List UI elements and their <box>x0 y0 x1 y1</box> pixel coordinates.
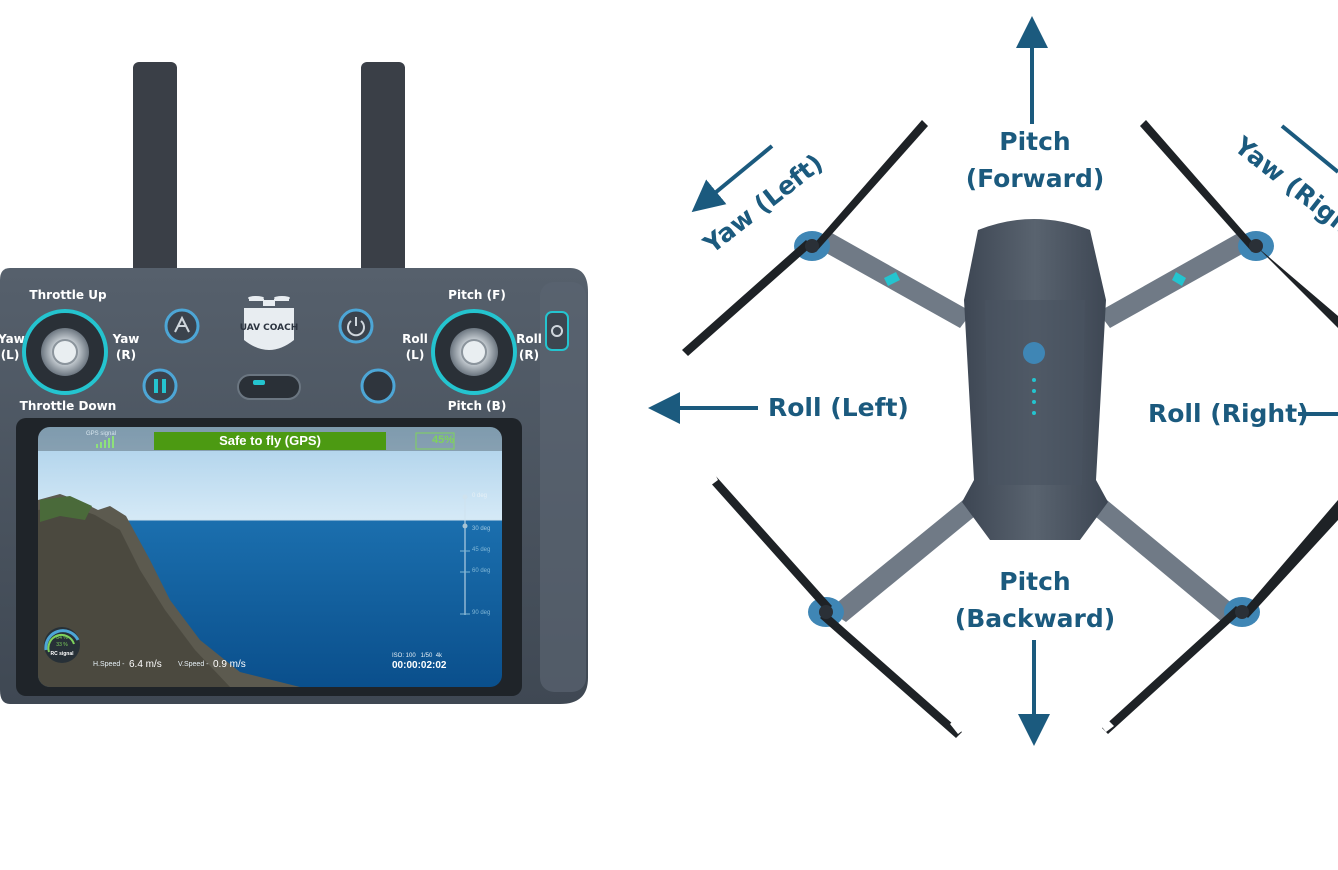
uav-coach-logo: UAV COACH <box>240 296 299 350</box>
throttle-down-label: Throttle Down <box>19 399 117 413</box>
right-control-stick[interactable] <box>431 309 517 395</box>
mode-switch[interactable] <box>237 374 301 400</box>
pitch-forward-stick-label: Pitch (F) <box>448 288 506 302</box>
roll-left-stick-label: Roll (L) <box>398 331 432 363</box>
pitch-backward-stick-label: Pitch (B) <box>447 399 507 413</box>
propeller-front-right <box>1140 120 1338 328</box>
pitch-backward-line1: Pitch <box>999 567 1071 596</box>
roll-right-sub: (R) <box>518 348 540 362</box>
left-antenna <box>133 62 177 282</box>
flight-display <box>38 427 502 687</box>
camera-info: ISO: 100 1/50 4k <box>392 653 443 659</box>
arm-rear-left <box>828 496 980 622</box>
h-speed-label: H.Speed - <box>93 661 125 668</box>
gimbal-scale <box>460 494 470 615</box>
propeller-rear-left <box>706 472 966 738</box>
pitch-forward-line2: (Forward) <box>965 164 1105 193</box>
return-home-button[interactable] <box>164 308 200 344</box>
pause-button[interactable] <box>142 368 178 404</box>
roll-right-label: Roll (Right) <box>1148 399 1309 428</box>
battery-percentage: 45% <box>431 434 454 446</box>
propeller-front-left <box>676 120 928 364</box>
pitch-forward-line1: Pitch <box>999 127 1071 156</box>
roll-left-sub: (L) <box>405 348 425 362</box>
yaw-right-sub: (R) <box>115 348 137 362</box>
arrow-yaw-left <box>691 144 774 213</box>
arrow-yaw-right <box>1280 124 1338 174</box>
shutter-button[interactable] <box>360 368 396 404</box>
logo-text: UAV COACH <box>240 323 299 333</box>
left-control-stick[interactable] <box>22 309 108 395</box>
recording-timer: 00:00:02:02 <box>392 660 447 671</box>
rc-signal-top: 84 % <box>56 635 68 641</box>
yaw-left-sub: (L) <box>0 348 20 362</box>
side-button[interactable] <box>545 311 569 351</box>
remote-controller: UAV COACH <box>0 62 588 704</box>
pitch-backward-line2: (Backward) <box>954 604 1116 633</box>
gimbal-30-deg: 30 deg <box>472 526 491 532</box>
gimbal-60-deg: 60 deg <box>472 568 491 574</box>
v-speed-label: V.Speed - <box>178 661 209 668</box>
rc-signal-bottom: 33 % <box>56 642 68 648</box>
rc-signal-label: RC signal <box>50 651 74 657</box>
yaw-left-label: Yaw (L) <box>0 331 25 363</box>
v-speed-value: 0.9 m/s <box>213 659 246 670</box>
yaw-left-title: Yaw <box>0 332 25 346</box>
battery-indicator <box>415 432 455 450</box>
drone-camera-sensor <box>1023 342 1045 364</box>
roll-right-title: Roll <box>516 332 542 346</box>
roll-left-label: Roll (Left) <box>768 393 909 422</box>
pitch-backward-label: Pitch (Backward) <box>945 563 1125 637</box>
throttle-up-label: Throttle Up <box>29 288 107 302</box>
gimbal-90-deg: 90 deg <box>472 610 491 616</box>
right-antenna <box>361 62 405 282</box>
arm-rear-right <box>1090 496 1240 622</box>
gps-label: GPS signal <box>86 431 117 437</box>
propeller-rear-right <box>1098 500 1338 734</box>
status-banner: Safe to fly (GPS) <box>219 433 321 448</box>
roll-right-stick-label: Roll (R) <box>512 331 546 363</box>
h-speed-value: 6.4 m/s <box>129 659 162 670</box>
pitch-forward-label: Pitch (Forward) <box>950 123 1120 197</box>
rc-signal-gauge <box>44 627 80 663</box>
gps-signal-indicator <box>96 436 114 448</box>
gimbal-45-deg: 45 deg <box>472 547 491 553</box>
gimbal-0-deg: 0 deg <box>472 493 488 499</box>
status-banner-bg <box>154 432 386 450</box>
power-button[interactable] <box>338 308 374 344</box>
yaw-right-title: Yaw <box>112 332 140 346</box>
drone <box>648 16 1338 746</box>
roll-left-title: Roll <box>402 332 428 346</box>
yaw-right-label: Yaw (R) <box>108 331 144 363</box>
